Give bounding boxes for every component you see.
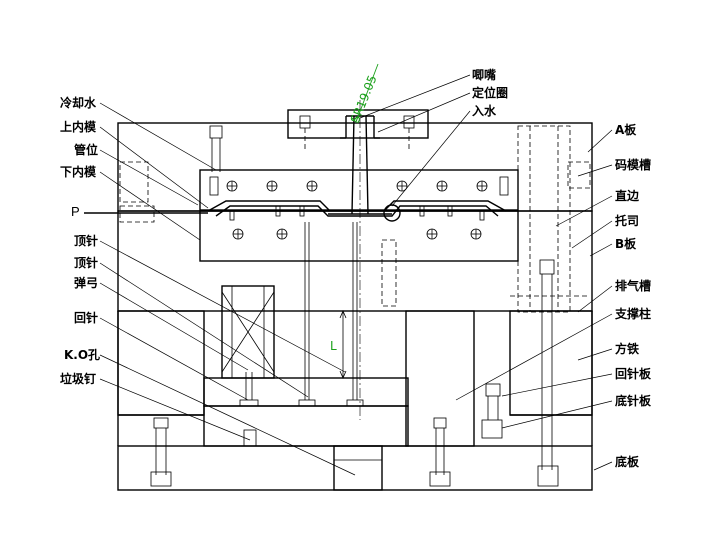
label-clamp-slot: 码模槽 (615, 157, 651, 172)
label-return-pin: 回针 (74, 310, 98, 325)
a-plate (117, 122, 593, 212)
dimension-text: SR19.05 (348, 73, 380, 125)
radius-dimension: SR19.05 (348, 63, 380, 125)
label-sprue-bushing: 唧嘴 (472, 67, 496, 82)
bottom-plate (117, 445, 593, 491)
leader-lines-top (359, 74, 471, 207)
label-locating-ring: 定位圈 (472, 85, 508, 100)
label-vent-slot: 排气槽 (615, 278, 651, 293)
leader-lines-left (99, 102, 356, 476)
label-guide-bushing: 托司 (615, 213, 639, 228)
labels-right: A板 码模槽 直边 托司 B板 排气槽 支撑柱 方铁 回针板 底针板 底板 (614, 122, 652, 469)
label-straight-edge: 直边 (615, 188, 640, 203)
spacer-block-right (509, 310, 593, 416)
screws (150, 115, 559, 487)
label-ejector-pin-1: 顶针 (74, 233, 98, 248)
label-upper-core: 上内模 (60, 119, 97, 134)
cooling-channels (209, 176, 509, 240)
labels-left: 冷却水 上内模 管位 下内模 顶针 顶针 弹弓 回针 K.O孔 垃圾钉 (60, 95, 100, 386)
label-retainer-plate: 回针板 (615, 366, 652, 381)
label-water-inlet: 入水 (472, 103, 497, 118)
guide-pin-assembly (510, 125, 591, 313)
label-bottom-plate: 底板 (615, 454, 640, 469)
ko-hole (333, 445, 383, 491)
label-a-plate: A板 (615, 122, 637, 137)
label-ko-hole: K.O孔 (64, 348, 100, 362)
spacer-block-left (117, 310, 205, 416)
label-lower-core: 下内模 (60, 164, 97, 179)
labels-top: 唧嘴 定位圈 入水 (472, 67, 508, 118)
label-ejector-plate: 底针板 (615, 393, 652, 408)
sprue-bushing (340, 100, 380, 420)
lower-core-insert (199, 210, 519, 262)
upper-core-insert (199, 169, 519, 211)
support-pillar (405, 310, 475, 447)
label-b-plate: B板 (615, 236, 637, 251)
label-spring: 弹弓 (74, 275, 98, 290)
p-label: P (71, 204, 80, 219)
ejector-pins (239, 222, 364, 447)
ejector-plate (203, 405, 409, 447)
parting-line: P (71, 161, 208, 223)
stroke-dimension: L (330, 309, 347, 380)
mold-body (117, 109, 593, 491)
l-label: L (330, 339, 337, 353)
label-spacer-block: 方铁 (615, 341, 639, 356)
label-cooling-water: 冷却水 (60, 95, 97, 110)
label-pipe: 管位 (74, 142, 98, 157)
label-stop-pin: 垃圾钉 (60, 371, 96, 386)
label-ejector-pin-2: 顶针 (74, 255, 98, 270)
leader-lines-right (455, 129, 613, 471)
label-support-pillar: 支撑柱 (614, 306, 651, 321)
retainer-plate (203, 377, 409, 407)
spring (221, 285, 275, 379)
locating-ring (287, 109, 429, 139)
